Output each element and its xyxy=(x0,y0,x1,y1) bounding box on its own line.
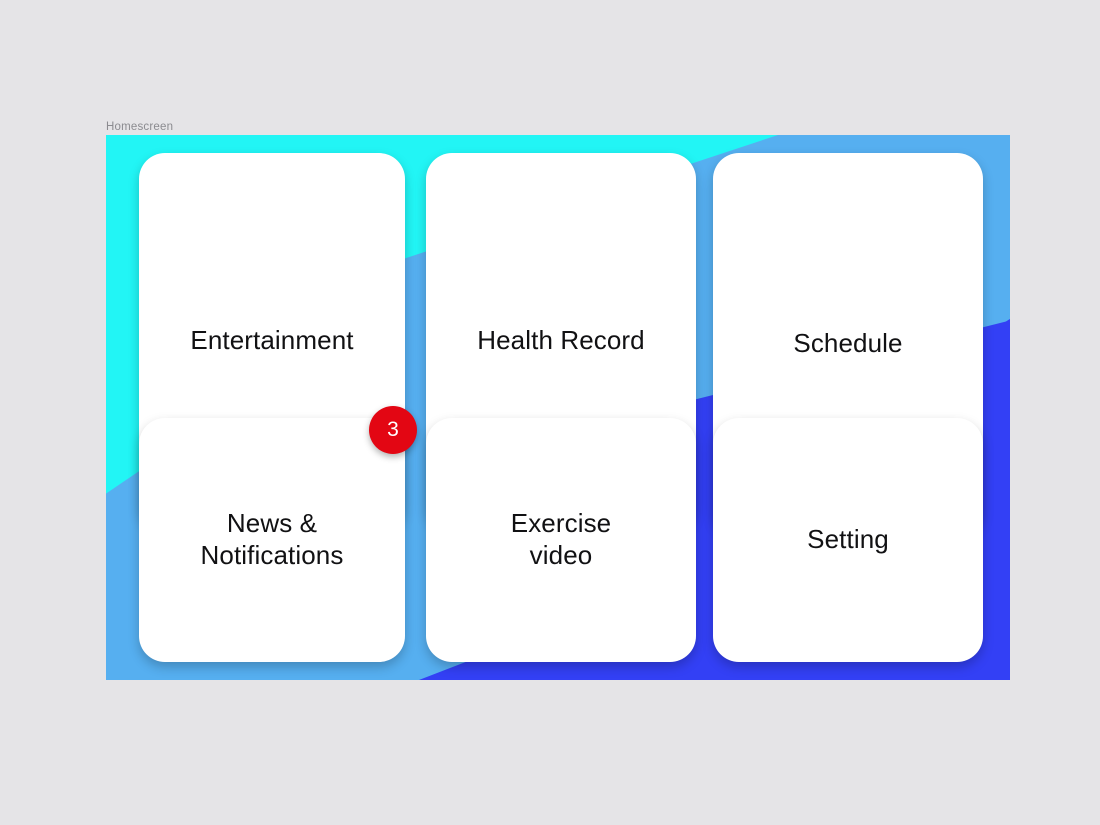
notification-badge[interactable]: 3 xyxy=(369,406,417,454)
tile-label: Health Record xyxy=(477,325,645,356)
tile-label: Schedule xyxy=(793,327,903,358)
tile-news-notifications[interactable]: News & Notifications xyxy=(139,418,405,662)
tile-label: Setting xyxy=(807,524,889,555)
tile-exercise-video[interactable]: Exercise video xyxy=(426,418,696,662)
homescreen-frame: Entertainment Health Record Schedule New… xyxy=(106,135,1010,680)
tile-label: Exercise video xyxy=(510,508,612,570)
tile-setting[interactable]: Setting xyxy=(713,418,983,662)
tile-grid: Entertainment Health Record Schedule New… xyxy=(106,135,1010,680)
screen-caption: Homescreen xyxy=(106,121,174,133)
notification-badge-count: 3 xyxy=(387,418,399,441)
tile-label: Entertainment xyxy=(190,325,354,356)
tile-label: News & Notifications xyxy=(200,508,344,570)
